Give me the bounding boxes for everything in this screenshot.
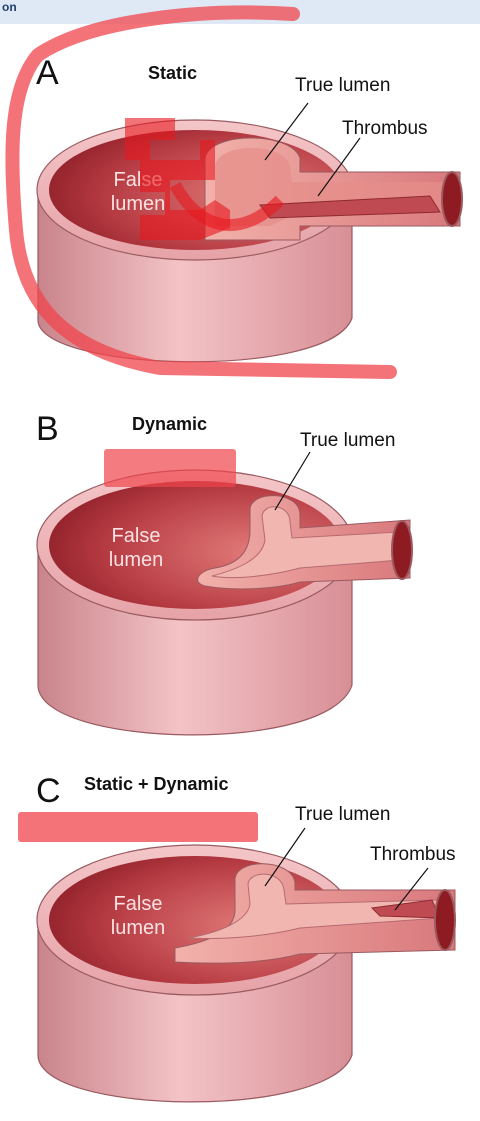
false-lumen-line2: lumen xyxy=(88,916,188,940)
false-lumen-line1: False xyxy=(88,892,188,916)
false-lumen-line2: lumen xyxy=(88,192,188,216)
panel-letter-c: C xyxy=(36,772,61,811)
label-thrombus-c: Thrombus xyxy=(370,844,456,866)
false-lumen-line1: False xyxy=(88,168,188,192)
panel-title-a: Static xyxy=(148,63,197,84)
panel-letter-b: B xyxy=(36,410,59,449)
panel-letter-a: A xyxy=(36,54,59,93)
false-lumen-label-b: False lumen xyxy=(86,524,186,572)
panel-b: B Dynamic True lumen False lumen xyxy=(0,400,480,760)
vessel-diagram-b xyxy=(0,400,480,760)
label-true-lumen-b: True lumen xyxy=(300,430,395,452)
false-lumen-line2: lumen xyxy=(86,548,186,572)
panel-c: C Static + Dynamic True lumen Thrombus F… xyxy=(0,770,480,1121)
false-lumen-line1: False xyxy=(86,524,186,548)
false-lumen-label-a: False lumen xyxy=(88,168,188,216)
vessel-diagram-c xyxy=(0,770,480,1121)
panel-title-b: Dynamic xyxy=(132,414,207,435)
label-thrombus-a: Thrombus xyxy=(342,118,428,140)
label-true-lumen-c: True lumen xyxy=(295,804,390,826)
false-lumen-label-c: False lumen xyxy=(88,892,188,940)
vessel-diagram-a xyxy=(0,0,480,390)
panel-title-c: Static + Dynamic xyxy=(84,774,229,795)
label-true-lumen-a: True lumen xyxy=(295,75,390,97)
panel-a: A Static True lumen Thrombus False lumen xyxy=(0,0,480,390)
